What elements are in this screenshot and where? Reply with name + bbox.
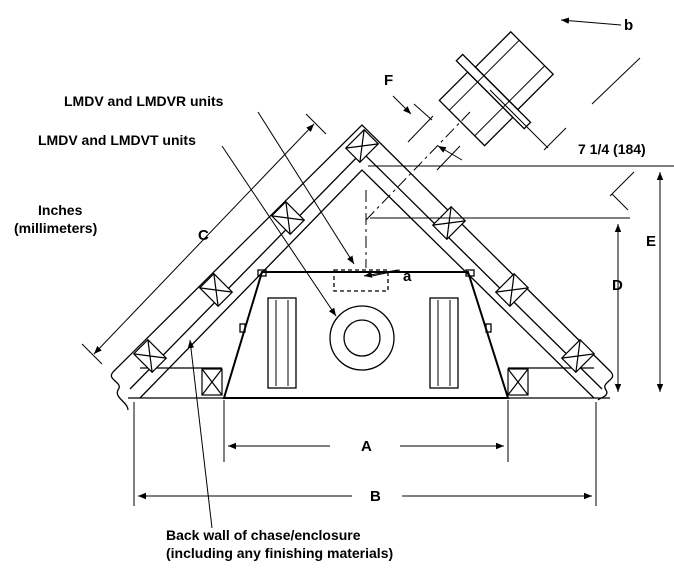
text-labels: b 7 1/4 (184) LMDV and LMDVR units F LMD… <box>14 17 656 561</box>
label-c: C <box>198 227 209 244</box>
rear-vent-outline <box>333 269 389 292</box>
vent-termination <box>438 30 555 147</box>
label-a-small: a <box>403 268 412 285</box>
label-d: D <box>612 277 623 294</box>
units-note-line1: Inches <box>38 202 83 218</box>
back-wall-note-line1: Back wall of chase/enclosure <box>166 527 361 543</box>
wall-studs <box>133 129 595 396</box>
label-b: b <box>624 17 633 34</box>
dimension-d <box>370 217 630 392</box>
vent-collar-outer <box>329 305 395 371</box>
corner-walls <box>110 124 614 411</box>
label-dim-184: 7 1/4 (184) <box>578 141 646 157</box>
label-lmdv-lmdvt-units: LMDV and LMDVT units <box>38 132 196 148</box>
label-a: A <box>361 438 372 455</box>
dimension-a <box>223 400 509 462</box>
leader-lines <box>187 17 622 529</box>
label-b-dim: B <box>370 488 381 505</box>
dimension-e <box>368 165 674 392</box>
label-f: F <box>384 72 393 89</box>
dimension-c <box>81 113 327 365</box>
dimension-f <box>392 95 463 171</box>
back-wall-note-line2: (including any finishing materials) <box>166 545 393 561</box>
dimension-b <box>133 402 597 506</box>
dimension-7-1-4 <box>489 57 641 211</box>
fireplace-unit <box>222 269 510 399</box>
units-note-line2: (millimeters) <box>14 220 97 236</box>
label-lmdv-lmdvr-units: LMDV and LMDVR units <box>64 93 224 109</box>
vent-collar-inner <box>343 319 381 357</box>
label-e: E <box>646 233 656 250</box>
